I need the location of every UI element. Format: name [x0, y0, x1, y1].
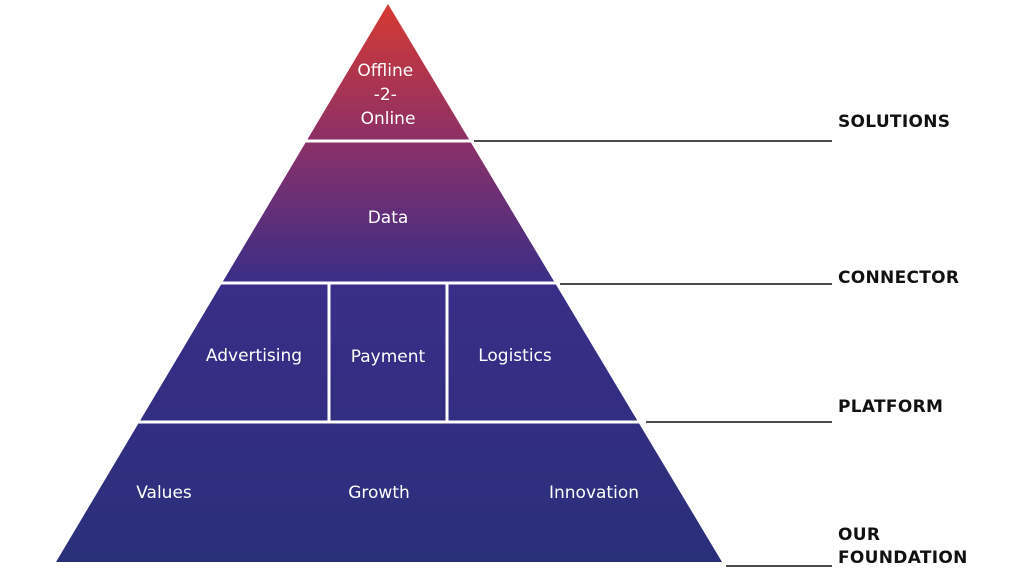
tier-label-foundation-line-1: OUR	[838, 525, 880, 545]
tier-label-foundation-line-2: FOUNDATION	[838, 548, 968, 568]
cell-growth: Growth	[348, 483, 410, 503]
tier-label-foundation: OUR FOUNDATION	[838, 525, 968, 568]
cell-logistics: Logistics	[478, 346, 552, 366]
cell-values: Values	[136, 483, 192, 503]
cell-line-offline: Offline	[357, 61, 413, 81]
cell-advertising: Advertising	[206, 346, 302, 366]
cell-offline-2-online: Offline -2- Online	[357, 61, 418, 129]
tier-label-solutions: SOLUTIONS	[838, 112, 950, 132]
cell-payment: Payment	[351, 347, 426, 367]
cell-data: Data	[368, 208, 409, 228]
cell-line-2: -2-	[374, 85, 397, 105]
tier-label-connector: CONNECTOR	[838, 268, 959, 288]
cell-line-online: Online	[361, 109, 416, 129]
tier-label-platform: PLATFORM	[838, 397, 943, 417]
cell-innovation: Innovation	[549, 483, 639, 503]
